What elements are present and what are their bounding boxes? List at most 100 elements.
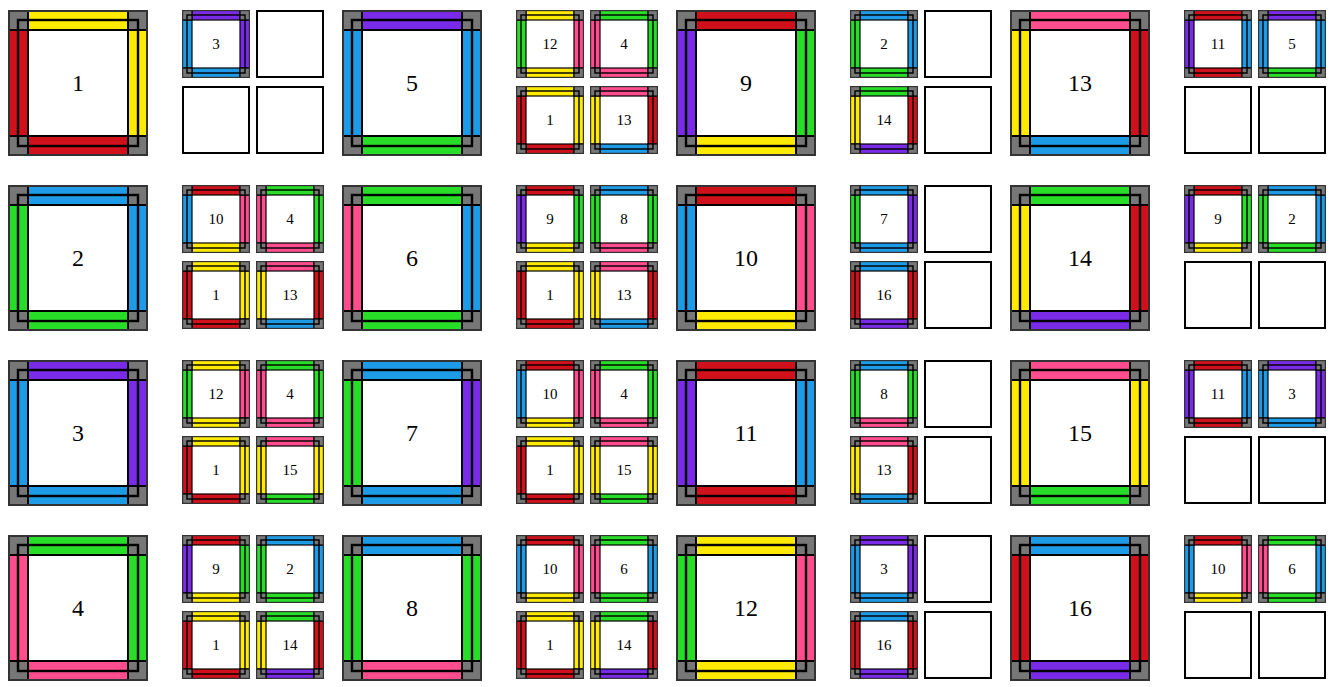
empty-slot xyxy=(925,612,991,678)
tile-number: 11 xyxy=(734,421,757,445)
tile-ground xyxy=(516,261,584,329)
inner-frame xyxy=(855,266,913,324)
tile-copy: 6 xyxy=(590,535,658,603)
tile-ground xyxy=(1010,185,1150,331)
inner-frame xyxy=(261,190,319,248)
tile-ground xyxy=(182,261,250,329)
tile-number: 16 xyxy=(877,638,892,653)
tile-ground xyxy=(1258,360,1326,428)
tile: 4 xyxy=(8,535,148,681)
empty-slot xyxy=(925,536,991,602)
tile: 10 xyxy=(676,185,816,331)
outer-frame xyxy=(183,11,250,78)
tile-copy: 11 xyxy=(1184,10,1252,78)
tile-ground xyxy=(676,10,816,156)
tile: 13 xyxy=(1010,10,1150,156)
tile-number: 14 xyxy=(877,113,892,128)
inner-frame xyxy=(855,365,913,423)
tile-ground xyxy=(1184,185,1252,253)
tile-number: 10 xyxy=(543,387,558,402)
tile-ground xyxy=(182,535,250,603)
tile-number: 2 xyxy=(286,562,294,577)
inner-frame xyxy=(521,365,579,423)
inner-frame xyxy=(261,441,319,499)
tile-ground xyxy=(8,360,148,506)
tile-ground xyxy=(590,261,658,329)
inner-frame xyxy=(686,195,806,321)
tile-ground xyxy=(516,10,584,78)
empty-slot xyxy=(1185,437,1251,503)
inner-frame xyxy=(595,190,653,248)
empty-slot xyxy=(925,262,991,328)
tile-copy: 3 xyxy=(182,10,250,78)
outer-frame xyxy=(677,11,815,155)
tile-ground xyxy=(1258,535,1326,603)
empty-slot xyxy=(257,87,323,153)
outer-frame xyxy=(677,361,815,505)
outer-frame xyxy=(343,361,481,505)
tile-ground xyxy=(516,611,584,679)
inner-frame xyxy=(261,266,319,324)
tile-ground xyxy=(8,185,148,331)
inner-frame xyxy=(595,441,653,499)
outer-frame xyxy=(591,361,658,428)
tile-number: 9 xyxy=(1214,212,1222,227)
tile-number: 6 xyxy=(1288,562,1296,577)
tile-number: 11 xyxy=(1211,387,1225,402)
tile-number: 1 xyxy=(546,113,554,128)
empty-slot xyxy=(925,11,991,77)
tile-ground xyxy=(182,611,250,679)
tile-ground xyxy=(850,185,918,253)
inner-frame xyxy=(855,616,913,674)
tile-ground xyxy=(590,86,658,154)
tile-number: 10 xyxy=(1211,562,1226,577)
tile-copy: 4 xyxy=(590,10,658,78)
tile-copy: 2 xyxy=(1258,185,1326,253)
tile-copy: 7 xyxy=(850,185,918,253)
tile-ground xyxy=(182,10,250,78)
outer-frame xyxy=(851,361,918,428)
outer-frame xyxy=(1259,186,1326,253)
inner-frame xyxy=(187,540,245,598)
tile-number: 4 xyxy=(286,387,294,402)
outer-frame xyxy=(257,536,324,603)
inner-frame xyxy=(521,91,579,149)
inner-frame xyxy=(187,266,245,324)
inner-frame xyxy=(352,545,472,671)
outer-frame xyxy=(851,87,918,154)
outer-frame xyxy=(183,437,250,504)
tile-number: 3 xyxy=(880,562,888,577)
outer-frame xyxy=(517,361,584,428)
tile-number: 3 xyxy=(72,421,84,445)
outer-frame xyxy=(1185,536,1252,603)
tile-number: 3 xyxy=(1288,387,1296,402)
tile-ground xyxy=(8,10,148,156)
empty-slot xyxy=(1185,87,1251,153)
tile-number: 12 xyxy=(543,37,558,52)
tile-copy: 15 xyxy=(590,436,658,504)
tile-number: 11 xyxy=(1211,37,1225,52)
tile: 11 xyxy=(676,360,816,506)
tile-number: 10 xyxy=(209,212,224,227)
outer-frame xyxy=(851,186,918,253)
tile-ground xyxy=(676,360,816,506)
tile: 5 xyxy=(342,10,482,156)
outer-frame xyxy=(9,186,147,330)
inner-frame xyxy=(1189,15,1247,73)
outer-frame xyxy=(1185,11,1252,78)
tile-number: 13 xyxy=(1068,71,1092,95)
tile: 16 xyxy=(1010,535,1150,681)
tile-number: 1 xyxy=(212,463,220,478)
tile-copy: 6 xyxy=(1258,535,1326,603)
tile-ground xyxy=(1010,360,1150,506)
tile-ground xyxy=(590,436,658,504)
tile-ground xyxy=(1184,535,1252,603)
outer-frame xyxy=(851,262,918,329)
tile-number: 12 xyxy=(734,596,758,620)
tile-number: 4 xyxy=(620,37,628,52)
inner-frame xyxy=(261,365,319,423)
outer-frame xyxy=(517,612,584,679)
tile-ground xyxy=(516,535,584,603)
inner-frame xyxy=(521,266,579,324)
